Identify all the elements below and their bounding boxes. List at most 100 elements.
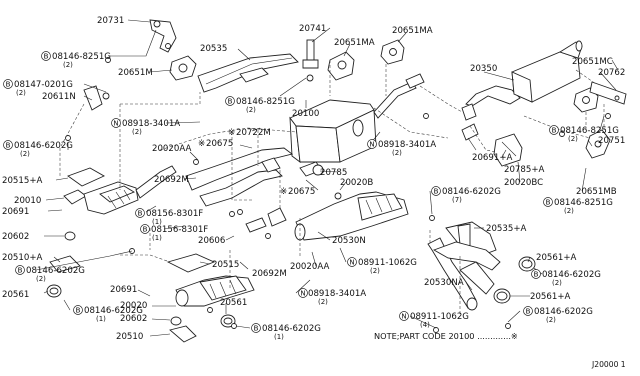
- label-08146-6202g: 08146-6202G: [14, 141, 73, 151]
- label-20651mc: 20651MC: [572, 57, 613, 67]
- label-20785: 20785: [320, 168, 347, 178]
- star-marker: ※: [198, 139, 205, 149]
- svg-text:B: B: [434, 188, 439, 196]
- catalytic-pipe-20530n: [245, 191, 409, 241]
- label-20020b: 20020B: [340, 178, 373, 188]
- bolt-symbol: B: [3, 79, 13, 89]
- star-marker: ※: [280, 187, 287, 197]
- label-20515a: 20515+A: [2, 176, 43, 186]
- svg-text:B: B: [526, 308, 531, 316]
- bolt-symbol: B: [431, 186, 441, 196]
- bolt-symbol: B: [523, 306, 533, 316]
- gasket-20602-lower: [170, 316, 182, 326]
- hanger-20751: [585, 129, 611, 159]
- label-08146-8251g: 08146-8251G: [560, 126, 619, 136]
- label-20731: 20731: [97, 16, 124, 26]
- svg-text:N: N: [349, 259, 354, 267]
- label-08146-6202g: 08146-6202G: [542, 270, 601, 280]
- pipe-20530na: [427, 237, 501, 311]
- label-20651ma: 20651MA: [392, 26, 433, 36]
- label-20020aa: 20020AA: [152, 144, 191, 154]
- rubber-mount-20651mc: [573, 87, 599, 113]
- gasket-20602-upper: [64, 231, 76, 241]
- label-qty: (2): [546, 316, 556, 324]
- circled-symbols: B B B N N B B B B B B N B B N B N B B: [3, 51, 559, 333]
- hanger-bracket-20731: [149, 19, 177, 53]
- svg-text:N: N: [113, 120, 118, 128]
- label-08146-6202g: 08146-6202G: [26, 266, 85, 276]
- bolt-symbol: B: [3, 140, 13, 150]
- svg-text:N: N: [369, 141, 374, 149]
- clamp-20561a-lower: [493, 288, 511, 304]
- front-pipe-assembly: [185, 147, 324, 207]
- nut-symbol: N: [347, 257, 357, 267]
- rubber-mount-20651ma-left: [327, 51, 355, 81]
- rubber-mount-20651m: [169, 55, 197, 81]
- label-20692m: 20692M: [154, 175, 189, 185]
- label-08146-8251g: 08146-8251G: [236, 97, 295, 107]
- hanger-20741: [302, 39, 319, 82]
- insulator-20785a: [493, 133, 523, 167]
- star-markers: ※ ※ ※: [198, 128, 287, 197]
- label-qty: (2): [392, 149, 402, 157]
- svg-text:N: N: [401, 313, 406, 321]
- label-20692m: 20692M: [252, 269, 287, 279]
- nut-symbol: N: [111, 118, 121, 128]
- svg-text:B: B: [44, 53, 49, 61]
- label-20691: 20691: [2, 207, 29, 217]
- label-20515: 20515: [212, 260, 239, 270]
- svg-text:B: B: [534, 271, 539, 279]
- label-qty: (2): [370, 267, 380, 275]
- bolt-symbol: B: [135, 208, 145, 218]
- bracket-20762: [589, 81, 627, 105]
- heat-shield-20515: [166, 253, 216, 273]
- label-20741: 20741: [299, 24, 326, 34]
- intermediate-pipe: [373, 73, 425, 119]
- small-bolts: [65, 57, 611, 333]
- label-20535a: 20535+A: [486, 224, 527, 234]
- svg-text:B: B: [138, 210, 143, 218]
- svg-text:B: B: [18, 267, 23, 275]
- bolt-symbol: B: [549, 125, 559, 135]
- label-qty: (2): [20, 150, 30, 158]
- bolt-symbol: B: [15, 265, 25, 275]
- label-20350: 20350: [470, 64, 497, 74]
- label-20535: 20535: [200, 44, 227, 54]
- bolt-symbol: B: [73, 305, 83, 315]
- label-qty: (2): [552, 279, 562, 287]
- bolt-symbol: B: [41, 51, 51, 61]
- bolt-symbol: B: [225, 96, 235, 106]
- svg-text:B: B: [228, 98, 233, 106]
- label-20751: 20751: [598, 136, 625, 146]
- catalytic-converter-20010: [63, 165, 177, 215]
- label-qty: (2): [36, 275, 46, 283]
- label-qty: (1): [152, 234, 162, 242]
- bolt-symbol: B: [140, 224, 150, 234]
- bolt-symbol: B: [531, 269, 541, 279]
- label-08146-8251g: 08146-8251G: [554, 198, 613, 208]
- label-08911-1062g: 08911-1062G: [410, 312, 469, 322]
- label-qty: (2): [132, 128, 142, 136]
- nut-symbol: N: [399, 311, 409, 321]
- label-20561: 20561: [2, 290, 29, 300]
- hanger-20510: [169, 325, 197, 343]
- label-20785a: 20785+A: [504, 165, 545, 175]
- label-08146-6202g: 08146-6202G: [262, 324, 321, 334]
- nut-symbol: N: [298, 288, 308, 298]
- label-08146-6202g: 08146-6202G: [534, 307, 593, 317]
- guide-lines: [59, 60, 605, 316]
- label-08146-6202g: 08146-6202G: [442, 187, 501, 197]
- label-20651ma: 20651MA: [334, 38, 375, 48]
- label-qty: (1): [152, 218, 162, 226]
- svg-text:B: B: [254, 325, 259, 333]
- label-08146-8251g: 08146-8251G: [52, 52, 111, 62]
- label-20561a: 20561+A: [530, 292, 571, 302]
- bracket-20611n: [83, 85, 110, 111]
- svg-text:B: B: [546, 199, 551, 207]
- bolt-symbol: B: [543, 197, 553, 207]
- clamp-20561-left: [46, 284, 62, 298]
- label-qty: (1): [96, 315, 106, 323]
- main-muffler-20350: [461, 40, 583, 121]
